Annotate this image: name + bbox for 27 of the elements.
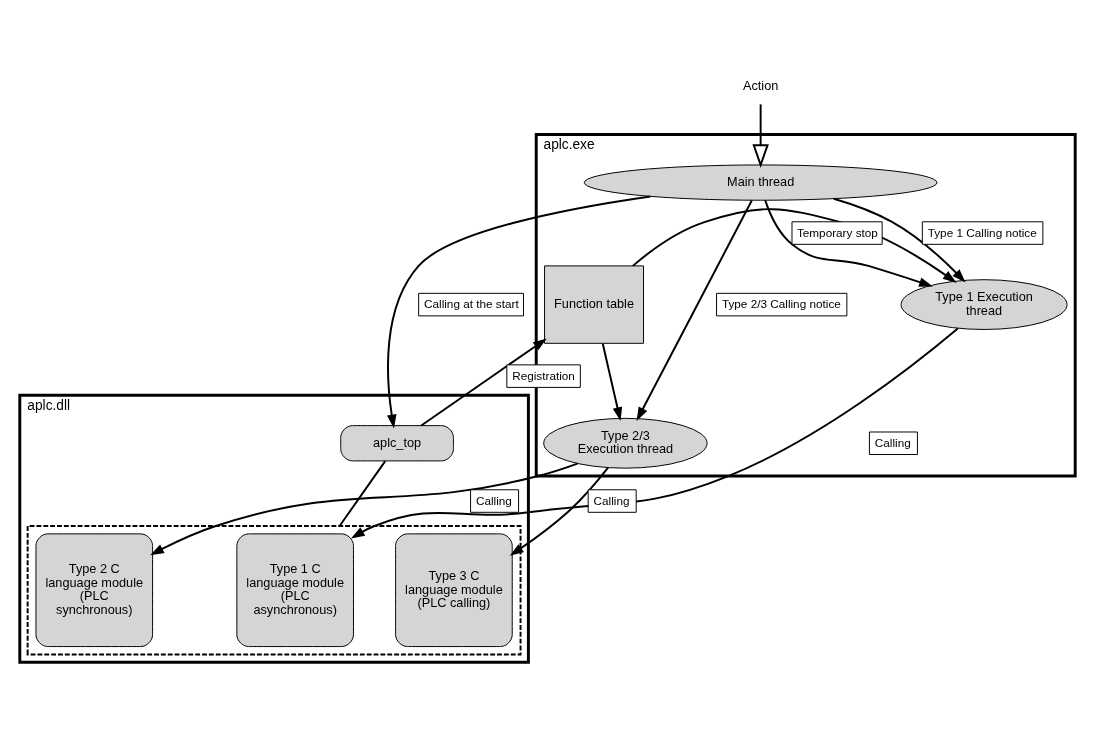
- arrow: [631, 207, 957, 283]
- arrow: [601, 342, 623, 421]
- edge-label: Temporary stop: [796, 225, 878, 239]
- node-box: Type 1 C language module (PLC asynchronous): [236, 532, 354, 647]
- edge-label: Type 2/3 Calling notice: [721, 296, 841, 310]
- arrow: [509, 466, 610, 556]
- edge-label: Calling at the start: [424, 296, 519, 310]
- arrow: [752, 102, 769, 168]
- node-box: Type 2 C language module (PLC synchronous): [35, 532, 154, 647]
- arrow: [350, 327, 959, 538]
- node-box: Type 3 C language module (PLC calling): [395, 532, 513, 647]
- node-box: aplc_top: [340, 424, 454, 461]
- edge-label: Calling: [475, 493, 512, 507]
- node-ellipse: Type 2/3 Execution thread: [543, 417, 708, 469]
- node-box: Function table: [544, 264, 645, 344]
- edge-label: Calling: [874, 435, 911, 449]
- arrow: [636, 199, 753, 421]
- arrow: [150, 462, 579, 555]
- arrow: [386, 194, 652, 428]
- arrow: [420, 337, 547, 426]
- edge-label: Calling: [593, 493, 630, 507]
- node-text: Action: [742, 77, 779, 93]
- arrow: [832, 197, 966, 282]
- connector: [338, 459, 387, 527]
- edge-label: Type 1 Calling notice: [927, 225, 1037, 239]
- node-ellipse: Main thread: [583, 163, 938, 201]
- arrow: [764, 198, 933, 287]
